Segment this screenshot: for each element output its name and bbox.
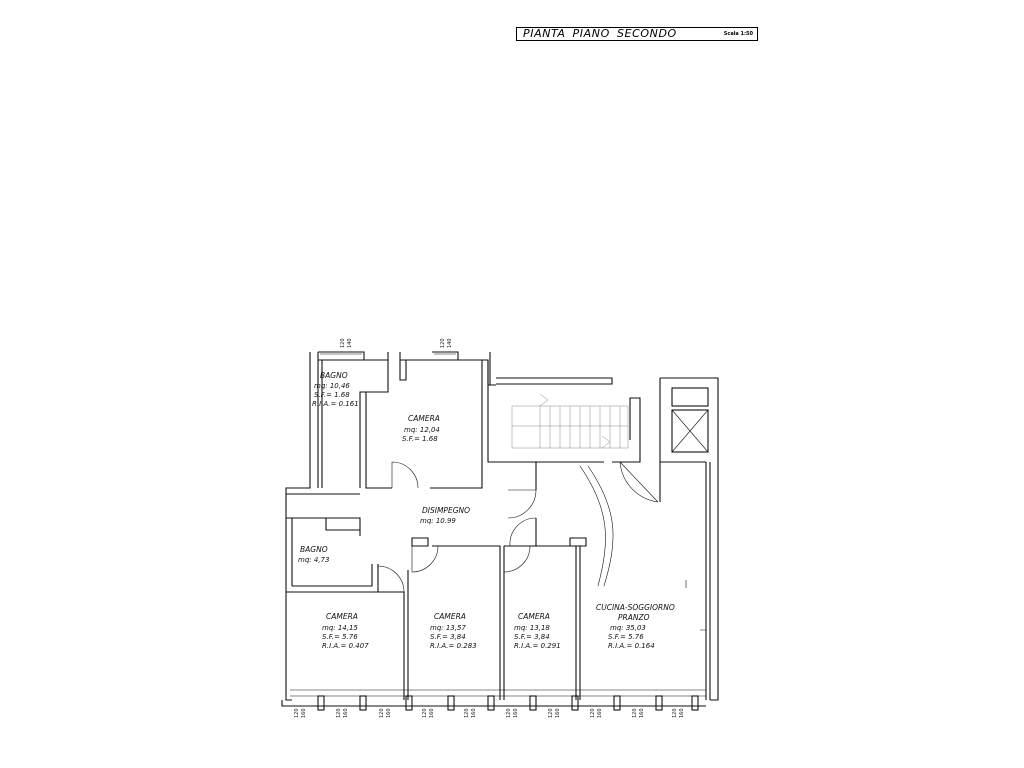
room-sf: S.F.= 1.68 (402, 435, 438, 443)
dim-bot-6a: 120 (506, 708, 512, 718)
room-sf: S.F.= 1.68 (314, 391, 350, 399)
door-swings (377, 461, 659, 593)
top-dimensions: 120 140 120 140 (340, 338, 453, 348)
room-area: mq: 13,57 (430, 624, 466, 632)
room-ria: R.I.A.= 0.161 (312, 400, 359, 408)
dim-bot-1a: 120 (294, 708, 300, 718)
lift-shaft (671, 387, 709, 453)
dim-bot-9a: 120 (632, 708, 638, 718)
room-camera-2: CAMERA mq: 14,15 S.F.= 5.76 R.I.A.= 0.40… (322, 612, 369, 650)
top-windows (318, 351, 459, 360)
room-sf: S.F.= 5.76 (322, 633, 358, 641)
room-ria: R.I.A.= 0.164 (608, 642, 655, 650)
dim-top-140-a: 140 (347, 338, 353, 348)
room-area: mq: 10.99 (420, 517, 456, 525)
room-camera-4: CAMERA mq: 13,18 S.F.= 3,84 R.I.A.= 0.29… (514, 612, 561, 650)
outer-walls (281, 352, 719, 707)
room-bagno-1: BAGNO mq: 10,46 S.F.= 1.68 R.I.A.= 0.161 (312, 371, 359, 408)
bottom-dimensions: 120 160 120 160 120 160 120 160 120 160 … (294, 708, 685, 718)
room-area: mq: 12,04 (404, 426, 440, 434)
room-name: BAGNO (320, 371, 348, 380)
dim-bot-9c: 160 (639, 708, 645, 718)
dim-bot-7c: 160 (555, 708, 561, 718)
dim-bot-2a: 120 (336, 708, 342, 718)
dim-bot-5a: 120 (464, 708, 470, 718)
dim-bot-3a: 120 (379, 708, 385, 718)
dim-bot-1c: 160 (301, 708, 307, 718)
room-ria: R.I.A.= 0.407 (322, 642, 369, 650)
room-area: mq: 4,73 (298, 556, 329, 564)
dim-bot-3c: 160 (386, 708, 392, 718)
room-name: CUCINA-SOGGIORNO (596, 603, 675, 612)
dim-bot-10a: 120 (672, 708, 678, 718)
dim-bot-8a: 120 (590, 708, 596, 718)
room-name: DISIMPEGNO (422, 506, 470, 515)
drawing-scale: Scala 1:50 (723, 31, 753, 37)
room-cucina-soggiorno: CUCINA-SOGGIORNO PRANZO mq: 35,03 S.F.= … (596, 603, 675, 650)
dim-bot-10c: 160 (679, 708, 685, 718)
room-ria: R.I.A.= 0.291 (514, 642, 561, 650)
interior-walls (286, 359, 711, 700)
dim-bot-2c: 160 (343, 708, 349, 718)
room-name-2: PRANZO (618, 613, 650, 622)
dim-bot-4a: 120 (422, 708, 428, 718)
room-sf: S.F.= 3,84 (514, 633, 550, 641)
room-ria: R.I.A.= 0.283 (430, 642, 477, 650)
dim-bot-4c: 160 (429, 708, 435, 718)
room-area: mq: 35,03 (610, 624, 646, 632)
drawing-title-box: PIANTA PIANO SECONDO Scala 1:50 (516, 27, 758, 41)
dim-top-120-b: 120 (440, 338, 446, 348)
room-name: CAMERA (518, 612, 550, 621)
room-name: CAMERA (434, 612, 466, 621)
bottom-windows (317, 695, 699, 711)
room-name: BAGNO (300, 545, 328, 554)
room-sf: S.F.= 5.76 (608, 633, 644, 641)
dim-top-140-b: 140 (447, 338, 453, 348)
dim-top-120-a: 120 (340, 338, 346, 348)
drawing-title: PIANTA PIANO SECONDO (523, 27, 677, 40)
room-area: mq: 13,18 (514, 624, 550, 632)
room-bagno-2: BAGNO mq: 4,73 (298, 545, 329, 564)
room-camera-1: CAMERA mq: 12,04 S.F.= 1.68 (402, 414, 440, 443)
room-camera-3: CAMERA mq: 13,57 S.F.= 3,84 R.I.A.= 0.28… (430, 612, 477, 650)
room-name: CAMERA (326, 612, 358, 621)
dim-bot-5c: 160 (471, 708, 477, 718)
room-sf: S.F.= 3,84 (430, 633, 466, 641)
room-area: mq: 14,15 (322, 624, 358, 632)
staircase (511, 393, 629, 449)
dim-bot-7a: 120 (548, 708, 554, 718)
dim-bot-6c: 160 (513, 708, 519, 718)
room-disimpegno: DISIMPEGNO mq: 10.99 (420, 506, 470, 525)
room-name: CAMERA (408, 414, 440, 423)
room-area: mq: 10,46 (314, 382, 350, 390)
dim-bot-8c: 160 (597, 708, 603, 718)
